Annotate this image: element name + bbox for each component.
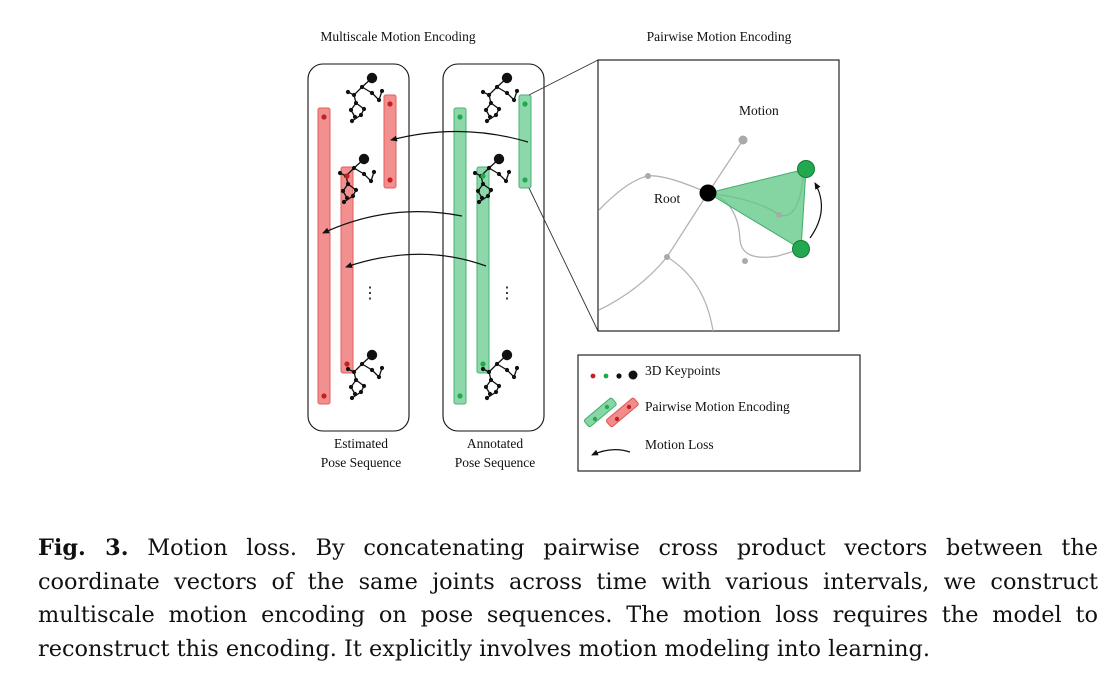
motion-loss-figure: Multiscale Motion Encoding Pairwise Moti… bbox=[307, 29, 861, 472]
annotated-encoding-bars bbox=[453, 94, 532, 405]
legend-loss-icon bbox=[591, 449, 631, 456]
estimated-encoding-bars bbox=[317, 94, 397, 405]
annotated-label-line2: Pose Sequence bbox=[455, 455, 536, 470]
right-panel-title: Pairwise Motion Encoding bbox=[647, 29, 792, 44]
legend-keypoints-label: 3D Keypoints bbox=[645, 363, 720, 378]
legend-keypoints-icon bbox=[590, 370, 638, 380]
encoding-bar-endpoints bbox=[321, 101, 528, 399]
estimated-label-line2: Pose Sequence bbox=[321, 455, 402, 470]
left-panel-title: Multiscale Motion Encoding bbox=[320, 29, 475, 44]
figure-caption-text: Motion loss. By concatenating pairwise c… bbox=[38, 535, 1098, 662]
legend-loss-label: Motion Loss bbox=[645, 437, 714, 452]
estimated-ellipsis: ⋮ bbox=[362, 285, 378, 302]
annotated-label-line1: Annotated bbox=[467, 436, 523, 451]
legend: 3D Keypoints Pairwise Motion Encoding Mo… bbox=[577, 354, 861, 472]
motion-loss-arrows bbox=[322, 130, 529, 268]
legend-pairwise-label: Pairwise Motion Encoding bbox=[645, 399, 790, 414]
annotated-sequence-box bbox=[442, 63, 545, 432]
motion-label: Motion bbox=[739, 103, 779, 118]
estimated-label-line1: Estimated bbox=[334, 436, 388, 451]
annotated-ellipsis: ⋮ bbox=[499, 285, 515, 302]
zoom-connector-lines bbox=[528, 59, 599, 332]
pairwise-detail-panel: Motion Root bbox=[597, 59, 840, 332]
root-label: Root bbox=[654, 191, 681, 206]
figure-caption: Fig. 3. Motion loss. By concatenating pa… bbox=[38, 532, 1098, 666]
figure-caption-label: Fig. 3. bbox=[38, 535, 129, 561]
legend-pairwise-icon bbox=[583, 397, 639, 428]
estimated-sequence-box bbox=[307, 63, 410, 432]
